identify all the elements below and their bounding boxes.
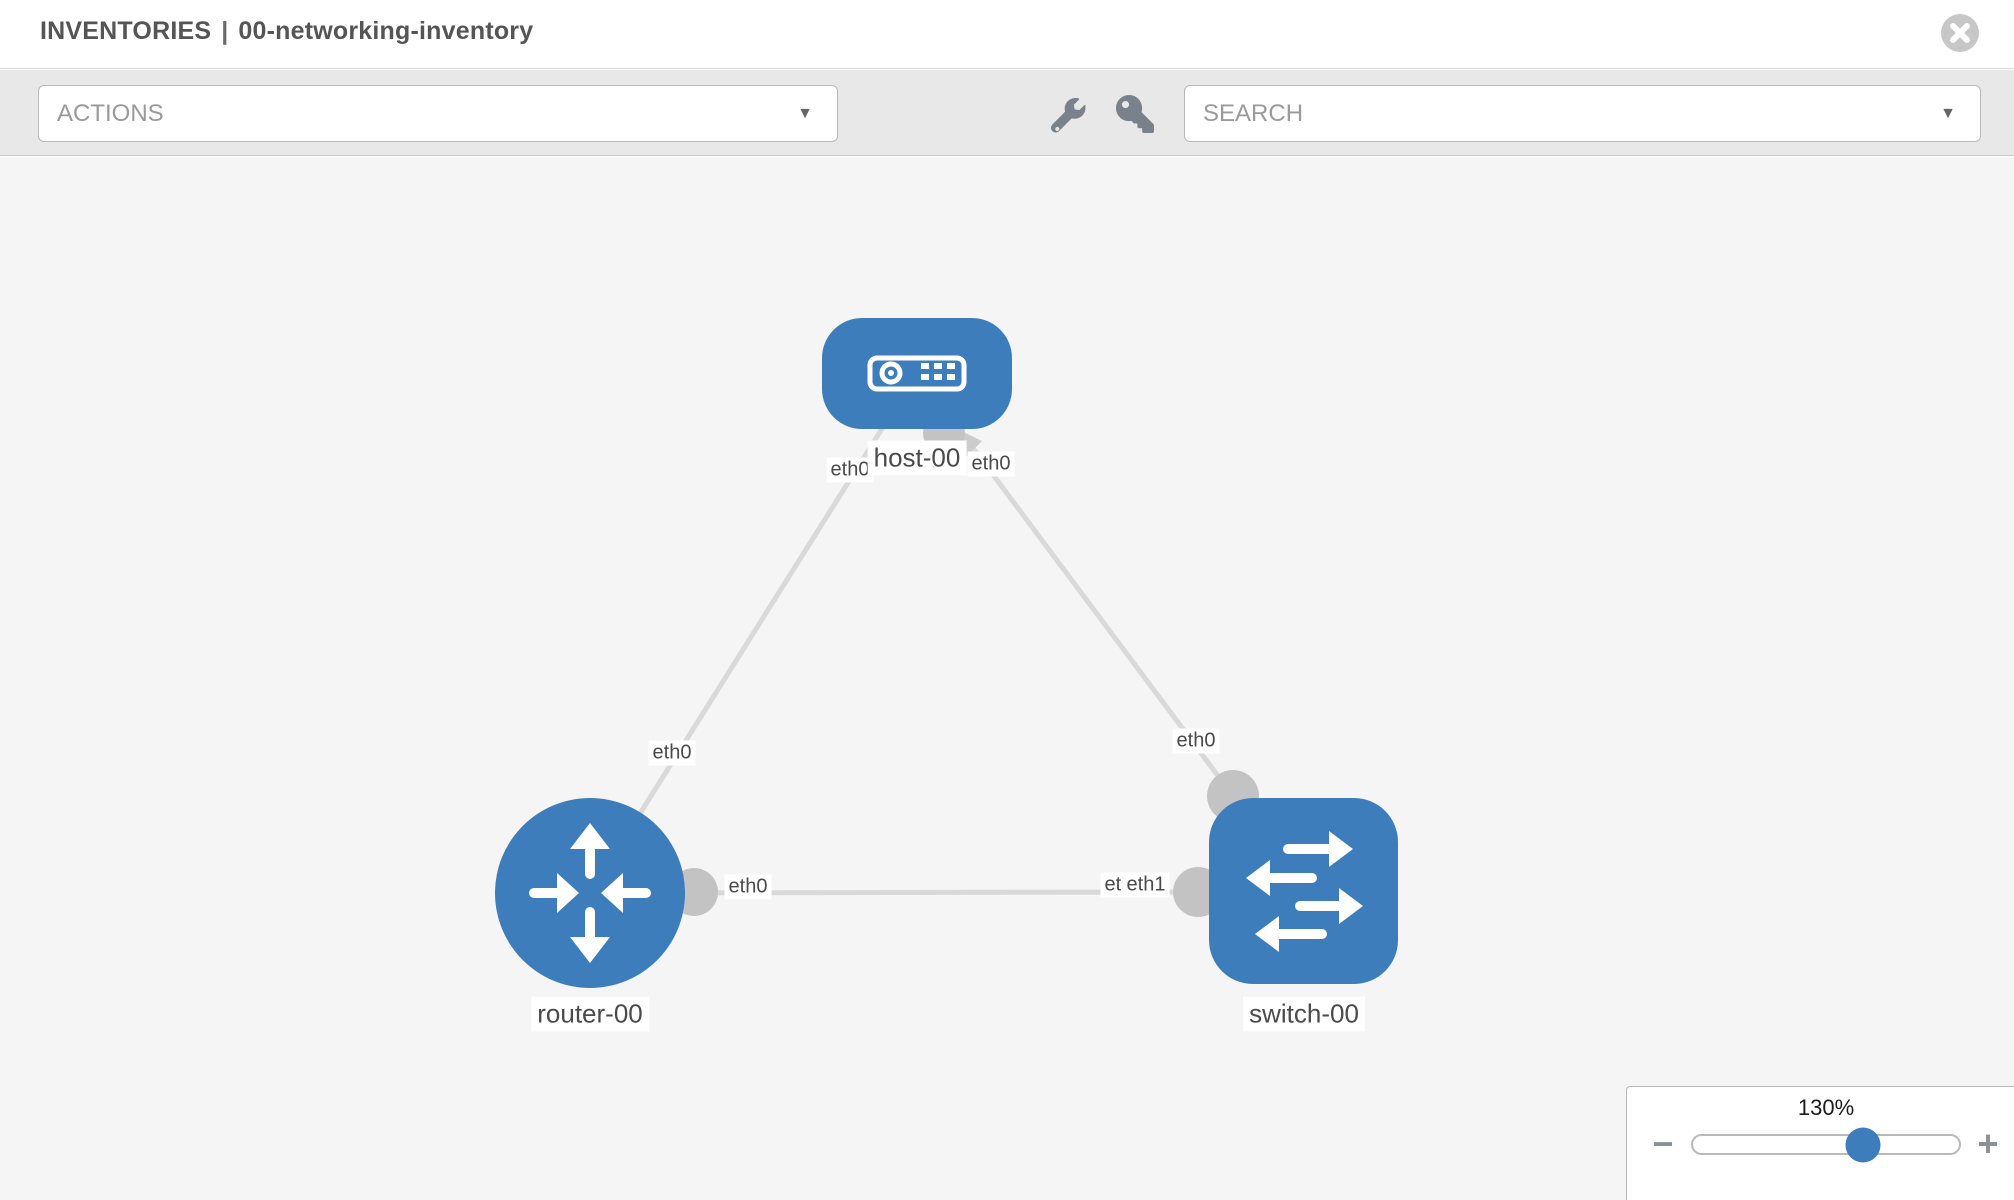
zoom-slider-knob[interactable] <box>1845 1127 1881 1162</box>
tools-button[interactable] <box>1051 98 1086 133</box>
iface-label: eth0 <box>648 740 696 766</box>
node-host-00[interactable] <box>822 318 1012 429</box>
zoom-in-button[interactable]: + <box>1977 1123 1999 1164</box>
topology-diagram <box>495 318 1398 988</box>
breadcrumb-separator: | <box>221 17 229 45</box>
actions-dropdown-label: ACTIONS <box>57 100 164 127</box>
page-title: INVENTORIES | 00-networking-inventory <box>40 17 533 46</box>
topology-canvas[interactable]: eth0 eth0 eth0 eth0 eth0 eth0 eth1 host-… <box>0 157 2014 1200</box>
host-icon <box>867 355 967 392</box>
page-header: INVENTORIES | 00-networking-inventory <box>0 0 2014 69</box>
credentials-button[interactable] <box>1116 95 1154 133</box>
actions-dropdown[interactable]: ACTIONS ▼ <box>38 85 838 142</box>
chevron-down-icon: ▼ <box>1940 105 1956 122</box>
zoom-level: 130% <box>1797 1095 1855 1120</box>
node-label-router: router-00 <box>531 996 649 1032</box>
breadcrumb-section: INVENTORIES <box>40 17 212 45</box>
chevron-down-icon: ▼ <box>797 105 813 122</box>
zoom-out-button[interactable]: − <box>1652 1123 1674 1164</box>
wrench-icon <box>1051 98 1086 133</box>
search-input[interactable]: SEARCH ▼ <box>1184 85 1981 142</box>
zoom-panel: 130% − + <box>1626 1086 2014 1200</box>
inventory-name: 00-networking-inventory <box>238 17 534 45</box>
key-icon <box>1116 95 1154 133</box>
router-icon <box>529 823 651 963</box>
iface-label: eth0 <box>724 874 772 900</box>
switch-icon <box>1246 831 1363 952</box>
close-icon <box>1941 14 1979 52</box>
close-button[interactable] <box>1940 13 1980 53</box>
iface-label: eth0 <box>967 451 1015 477</box>
iface-label: eth0 <box>1172 728 1220 754</box>
iface-label: eth0 <box>826 457 874 483</box>
iface-label: eth1 <box>1122 872 1170 898</box>
node-label-host: host-00 <box>867 440 967 476</box>
node-label-switch: switch-00 <box>1243 996 1365 1032</box>
node-switch-00[interactable] <box>1209 798 1398 984</box>
search-placeholder: SEARCH <box>1203 100 1304 127</box>
node-router-00[interactable] <box>495 798 685 988</box>
toolbar: ACTIONS ▼ SEARCH ▼ <box>0 70 2014 156</box>
zoom-slider[interactable] <box>1691 1127 1961 1162</box>
